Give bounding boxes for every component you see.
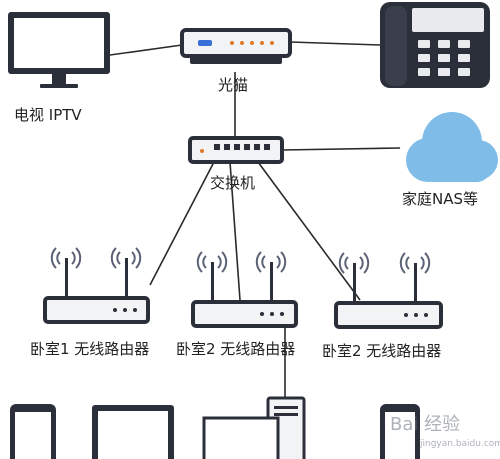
link-switch-nas: [281, 147, 401, 151]
cloud-icon: [406, 112, 498, 182]
watermark-text: Bai 经验: [390, 414, 460, 435]
nas-label: 家庭NAS等: [402, 190, 479, 208]
tv-icon: [8, 12, 110, 88]
watermark-sub: jingyan.baidu.com: [419, 439, 500, 449]
link-switch-router1: [149, 161, 215, 286]
modem-icon: [180, 28, 292, 64]
wifi-router-icon: [191, 251, 298, 328]
laptop-icon: [92, 405, 174, 459]
link-modem-phone: [289, 41, 381, 46]
link-switch-router2: [229, 161, 241, 301]
router-label-2: 卧室2 无线路由器: [176, 340, 296, 358]
switch-icon: [188, 136, 284, 164]
desk-phone-icon: [380, 2, 490, 88]
modem-label: 光猫: [218, 76, 249, 94]
wifi-router-icon: [334, 252, 443, 329]
smartphone-icon: [380, 404, 420, 459]
smartphone-icon: [10, 404, 56, 459]
router-label-3: 卧室2 无线路由器: [322, 342, 442, 360]
switch-label: 交换机: [210, 174, 256, 192]
link-switch-router3: [257, 161, 361, 301]
tv-label: 电视 IPTV: [14, 106, 82, 124]
link-tv-modem: [109, 44, 183, 56]
router-label-1: 卧室1 无线路由器: [30, 340, 150, 358]
desktop-pc-icon: [202, 396, 306, 459]
wifi-router-icon: [43, 247, 150, 324]
connection-lines: [109, 41, 401, 405]
watermark: Bai 经验 jingyan.baidu.com: [390, 414, 500, 449]
